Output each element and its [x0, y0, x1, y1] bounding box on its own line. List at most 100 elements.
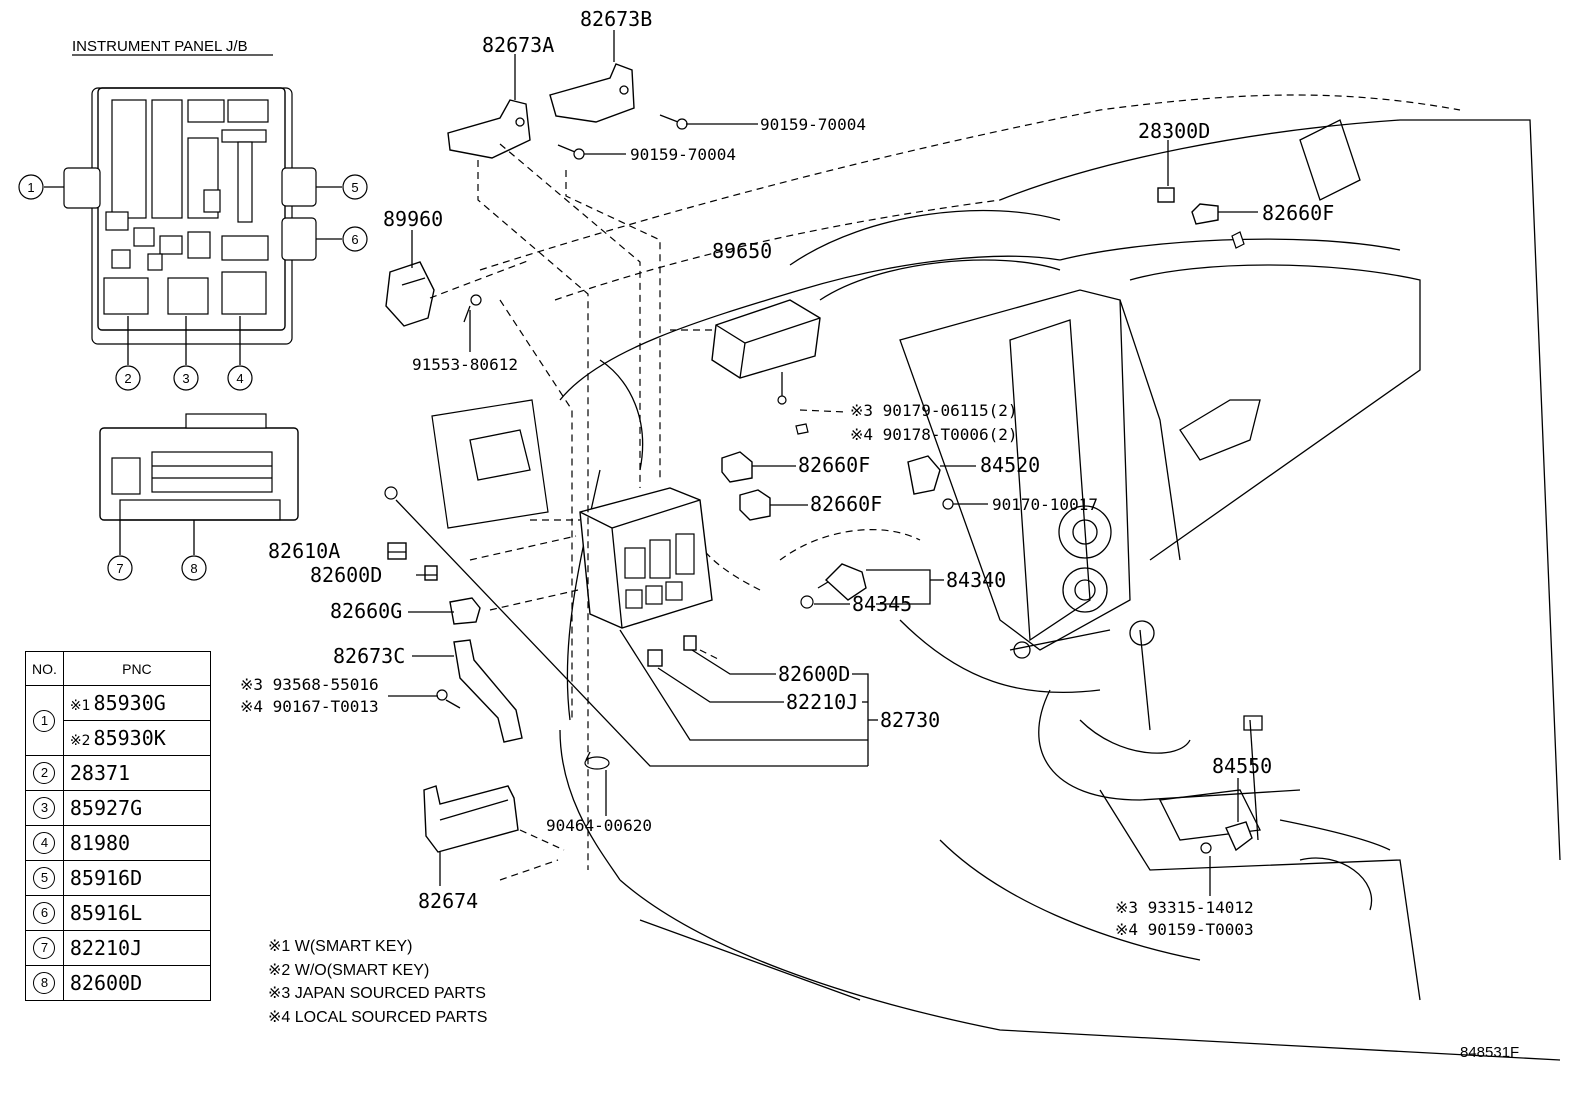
bolt-93568 [436, 689, 461, 709]
part-labels: 82673A 82673B 90159-70004 90159-70004 28… [240, 7, 1334, 939]
row-number-circle: 1 [33, 709, 56, 732]
footnote: ※2 W/O(SMART KEY) [268, 961, 430, 979]
footnote: ※4 LOCAL SOURCED PARTS [268, 1008, 488, 1026]
label-82600D-b: 82600D [778, 662, 850, 686]
label-90159-70004-b: 90159-70004 [630, 145, 736, 164]
label-90178-T0006: ※4 90178-T0006(2) [850, 425, 1018, 444]
row-no-cell: 7 [25, 930, 64, 966]
junction-block-side-view [99, 413, 299, 521]
label-82730: 82730 [880, 708, 940, 732]
row-number-circle: 5 [33, 867, 56, 889]
row-no-cell: 1 [25, 685, 64, 756]
part-82660G-relay [449, 597, 481, 625]
bolt-91553 [463, 294, 482, 323]
table-header-row: NO. PNC [25, 651, 211, 686]
table-row: 4 81980 [25, 825, 211, 861]
svg-text:2: 2 [124, 371, 131, 386]
part-84550-switch [1200, 821, 1253, 854]
svg-text:7: 7 [116, 561, 123, 576]
clip-90464 [584, 751, 610, 770]
drawing-id: 848531F [1460, 1044, 1519, 1061]
row-pnc: 28371 [62, 755, 211, 791]
callout-3: 3 [173, 365, 199, 391]
row-pnc: 85930G [93, 691, 166, 715]
footnote: ※3 JAPAN SOURCED PARTS [268, 985, 486, 1002]
label-90464-00620: 90464-00620 [546, 816, 652, 835]
part-82660F-relay-a [721, 451, 753, 483]
row-number-circle: 7 [33, 937, 56, 959]
junction-block-assembly [579, 487, 713, 629]
label-90170-10017: 90170-10017 [992, 495, 1098, 514]
label-93568-55016: ※3 93568-55016 [240, 675, 379, 694]
label-82600D-a: 82600D [310, 563, 382, 587]
part-84340-switch [817, 563, 867, 601]
leader-lines [388, 30, 1258, 896]
svg-text:8: 8 [190, 561, 197, 576]
nut-90179 [795, 423, 809, 435]
header-no: NO. [25, 651, 64, 686]
bolt-junction [384, 486, 398, 500]
callout-7: 7 [107, 555, 133, 581]
part-84520-switch [907, 455, 954, 510]
label-93315-14012: ※3 93315-14012 [1115, 898, 1254, 917]
part-84345-nut [800, 595, 814, 609]
row-no-cell: 5 [25, 860, 64, 896]
table-row: 6 85916L [25, 895, 211, 931]
label-84340: 84340 [946, 568, 1006, 592]
junction-block-top-view [63, 87, 317, 345]
screw-90159-a [659, 114, 688, 130]
callout-8: 8 [181, 555, 207, 581]
row-number-circle: 2 [33, 762, 56, 784]
row-no-cell: 8 [25, 965, 64, 1001]
part-82660F-relay-b [739, 489, 771, 521]
part-82600D-fuse-a [424, 565, 438, 581]
label-82660F-top: 82660F [1262, 201, 1334, 225]
table-row: 7 82210J [25, 930, 211, 966]
part-28300D-relay [1157, 187, 1175, 203]
screw-90159-b [557, 144, 585, 160]
part-82673A-bracket [447, 99, 531, 159]
row-number-circle: 6 [33, 902, 56, 924]
label-82660F-a: 82660F [798, 453, 870, 477]
part-82600D-fuse-b [683, 635, 697, 651]
part-82674-bracket [423, 785, 519, 853]
label-89960: 89960 [383, 207, 443, 231]
svg-text:4: 4 [236, 371, 243, 386]
row-pnc: 85916D [62, 860, 211, 896]
table-row: 5 85916D [25, 860, 211, 896]
table-row: 3 85927G [25, 790, 211, 826]
label-82660F-b: 82660F [810, 492, 882, 516]
label-28300D: 28300D [1138, 119, 1210, 143]
svg-text:6: 6 [351, 232, 358, 247]
row-no-cell: 6 [25, 895, 64, 931]
label-90159-T0003: ※4 90159-T0003 [1115, 920, 1254, 939]
row-pnc: 85927G [62, 790, 211, 826]
part-82210J-relay [647, 649, 663, 667]
callout-4: 4 [227, 365, 253, 391]
table-row: 2 28371 [25, 755, 211, 791]
row-number-circle: 3 [33, 797, 56, 819]
row-number-circle: 8 [33, 972, 56, 994]
part-82660F-relay-top [1191, 203, 1245, 249]
part-82673B-bracket [549, 63, 635, 123]
label-82673B: 82673B [580, 7, 652, 31]
dashed-guides [429, 143, 712, 881]
label-82673C: 82673C [333, 644, 405, 668]
row-no-cell: 3 [25, 790, 64, 826]
label-90167-T0013: ※4 90167-T0013 [240, 697, 379, 716]
footnotes: ※1 W(SMART KEY) ※2 W/O(SMART KEY) ※3 JAP… [268, 935, 487, 1029]
svg-text:1: 1 [27, 180, 34, 195]
label-84550: 84550 [1212, 754, 1272, 778]
jb-title: INSTRUMENT PANEL J/B [72, 38, 248, 55]
svg-text:5: 5 [351, 180, 358, 195]
row-no-cell: 4 [25, 825, 64, 861]
label-84520: 84520 [980, 453, 1040, 477]
svg-text:3: 3 [182, 371, 189, 386]
row-pnc: 81980 [62, 825, 211, 861]
jb-callout-leaders [44, 186, 342, 555]
callout-2: 2 [115, 365, 141, 391]
